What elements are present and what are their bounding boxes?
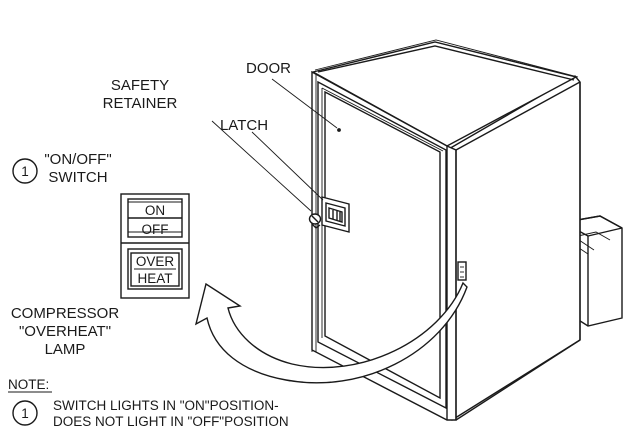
door-marker-dot: [337, 128, 341, 132]
leader-lines: [211, 78, 338, 212]
latch[interactable]: [321, 196, 350, 233]
switch-label-line1: "ON/OFF": [44, 151, 111, 168]
compressor-label-line3: LAMP: [45, 341, 86, 358]
note-number: 1: [21, 406, 29, 421]
overheat-lamp: [127, 248, 183, 290]
switch-label-line2: SWITCH: [48, 169, 107, 186]
safety-retainer-leader: [211, 120, 312, 212]
latch-label: LATCH: [220, 117, 268, 134]
door-leader: [271, 78, 338, 129]
lamp-over-label: OVER: [136, 254, 175, 269]
safety-retainer-label-line1: SAFETY: [111, 77, 169, 94]
note-line-2: DOES NOT LIGHT IN "OFF"POSITION: [53, 414, 289, 429]
note-line-1: SWITCH LIGHTS IN "ON"POSITION-: [53, 398, 279, 413]
switch-on-label: ON: [145, 203, 165, 218]
safety-retainer-label-line2: RETAINER: [103, 95, 178, 112]
note-heading: NOTE:: [8, 377, 49, 392]
compressor-label-line2: "OVERHEAT": [19, 323, 111, 340]
switch-panel: [120, 193, 190, 299]
note-callout-1: 1: [12, 400, 38, 426]
cabinet-panel-mark: [457, 261, 467, 281]
lamp-heat-label: HEAT: [137, 271, 172, 286]
switch-off-label: OFF: [142, 222, 169, 237]
latch-leader: [251, 131, 324, 201]
safety-retainer[interactable]: [308, 213, 322, 229]
callout-1: 1: [12, 158, 38, 184]
curved-arrow: [194, 281, 468, 384]
callout-number: 1: [21, 164, 29, 179]
compressor-label-line1: COMPRESSOR: [11, 305, 120, 322]
door-label: DOOR: [246, 60, 291, 77]
on-off-switch[interactable]: [127, 198, 183, 238]
